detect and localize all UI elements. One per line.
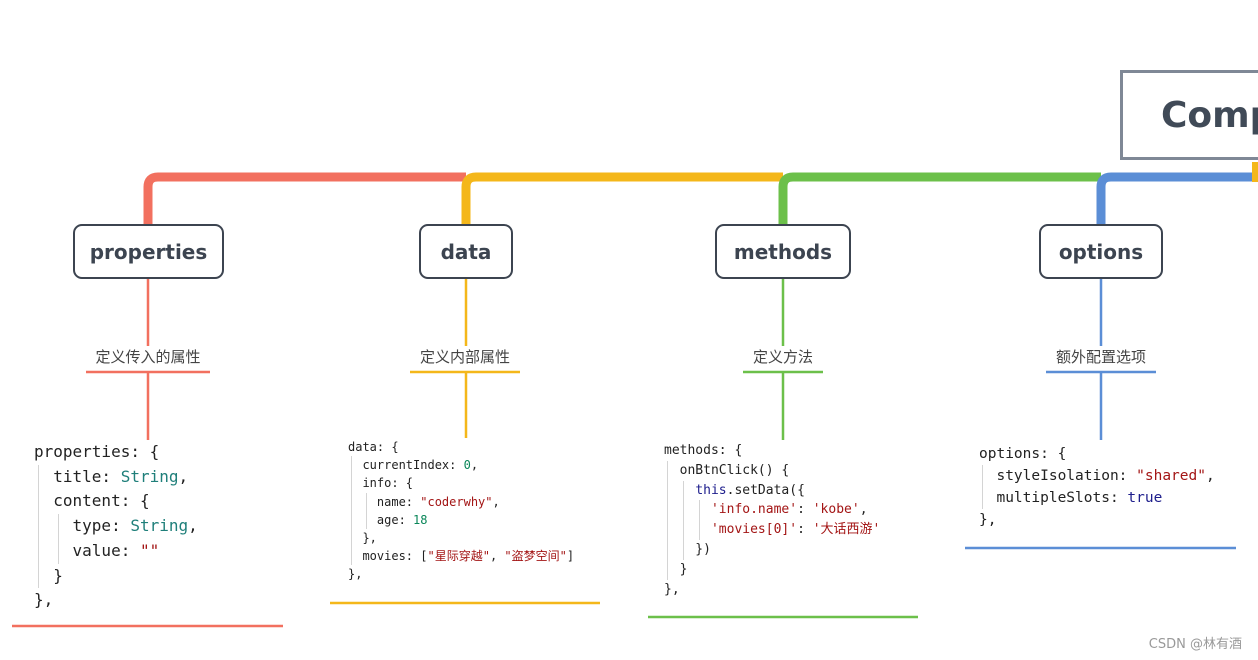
code-line-text: data: { [348,440,399,454]
node-properties-label: properties [89,239,208,264]
code-line-text: onBtnClick() { [664,462,790,478]
code-line-text: } [664,561,688,577]
trunk-segment [778,172,1101,224]
code-line: age: 18 [348,510,598,530]
desc-properties: 定义传入的属性 [95,348,201,366]
code-line-text: styleIsolation: "shared", [979,468,1215,484]
code-line: content: { [34,489,274,515]
code-line: currentIndex: 0, [348,456,598,475]
code-line-text: 'info.name': 'kobe', [710,502,868,518]
code-line: info: { [348,474,598,493]
watermark: CSDN @林有酒 [1148,637,1242,652]
code-line-text: }) [664,541,711,557]
code-line-text: }, [34,590,54,610]
trunk-segment [143,172,466,224]
code-line: }) [664,539,914,560]
trunk-segment [1096,172,1258,224]
node-options: options [1039,224,1163,279]
desc-options: 额外配置选项 [1055,348,1146,366]
code-line-text: movies: ["星际穿越", "盗梦空间"] [348,549,575,564]
code-line-text: }, [979,512,997,528]
code-line-text: multipleSlots: true [979,490,1163,506]
code-line: } [34,563,274,589]
node-data-label: data [440,239,492,264]
code-line-text: options: { [979,446,1067,462]
code-line: }, [348,529,598,548]
code-line: options: { [979,443,1229,465]
desc-methods: 定义方法 [752,348,813,366]
node-properties: properties [73,224,224,279]
code-line: }, [34,588,274,613]
code-line-text: title: String, [34,466,189,486]
desc-data: 定义内部属性 [419,348,510,366]
code-line: 'movies[0]': '大话西游' [664,520,914,540]
code-line: }, [348,565,598,583]
code-line-text: }, [348,567,363,582]
code-line-text: info: { [348,476,414,491]
node-methods: methods [715,224,851,279]
code-block-options: options: { styleIsolation: "shared", mul… [979,443,1229,531]
code-line: multipleSlots: true [979,487,1229,509]
code-line: movies: ["星际穿越", "盗梦空间"] [348,547,598,566]
code-block-methods: methods: { onBtnClick() { this.setData({… [664,441,914,600]
trunk-segment [461,172,783,224]
code-line-text: value: "" [34,540,160,560]
node-data: data [419,224,513,279]
code-line: this.setData({ [664,480,914,501]
code-line-text: methods: { [664,443,743,458]
code-line-text: } [34,565,63,585]
code-line: properties: { [34,440,274,465]
code-line-text: name: "coderwhy", [348,494,500,509]
code-line-text: 'movies[0]': '大话西游' [710,522,881,538]
code-line: } [664,559,914,580]
code-line: onBtnClick() { [664,460,914,481]
code-line: value: "" [34,538,274,564]
code-line: type: String, [34,514,274,539]
code-line: styleIsolation: "shared", [979,465,1229,487]
code-line-text: this.setData({ [695,482,805,498]
code-line: }, [664,580,914,600]
code-line: title: String, [34,464,274,490]
code-line-text: currentIndex: 0, [348,458,479,473]
code-line-text: type: String, [34,516,198,536]
code-line-text: content: { [34,491,150,511]
code-line-text: age: 18 [348,512,428,527]
code-line-text: }, [348,531,377,546]
code-line-text: }, [664,581,680,597]
node-options-label: options [1058,239,1144,264]
code-line: 'info.name': 'kobe', [664,500,914,521]
code-block-properties: properties: { title: String, content: { … [34,440,274,613]
code-line: name: "coderwhy", [348,492,598,511]
node-methods-label: methods [733,239,833,264]
code-line-text: properties: { [34,442,160,461]
code-line: data: { [348,438,598,456]
code-block-data: data: { currentIndex: 0, info: { name: "… [348,438,598,584]
code-line: methods: { [664,441,914,461]
code-line: }, [979,509,1229,531]
